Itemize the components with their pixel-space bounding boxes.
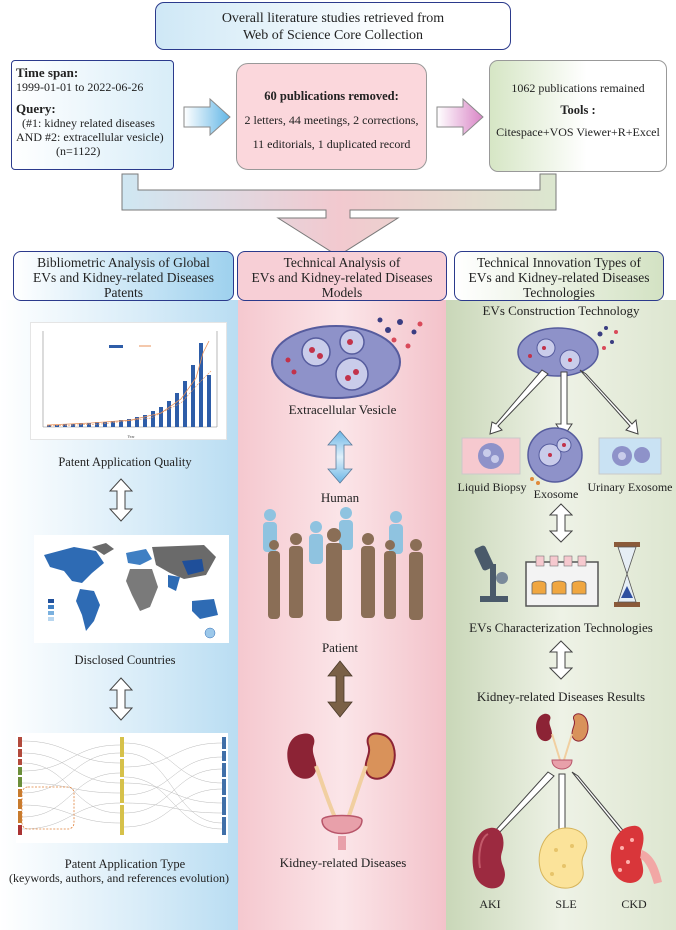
tools-value: Citespace+VOS Viewer+R+Excel	[496, 125, 660, 139]
left-title-3: Patents	[104, 285, 143, 300]
caption-liquid-biopsy: Liquid Biopsy	[457, 480, 527, 494]
caption-results: Kidney-related Diseases Results	[476, 689, 646, 704]
aki-kidney-icon	[472, 827, 505, 889]
query-box: Time span: 1999-01-01 to 2022-06-26 Quer…	[11, 60, 174, 170]
sankey-chart	[16, 733, 228, 843]
double-arrow-vertical-dark-icon	[327, 660, 353, 718]
arrow-right-blue-icon	[183, 97, 231, 137]
svg-text:Year: Year	[127, 434, 135, 439]
double-arrow-vertical-icon	[549, 503, 573, 543]
left-column-title: Bibliometric Analysis of Global EVs and …	[13, 251, 234, 301]
exosome-icon	[527, 427, 583, 485]
extracellular-vesicle-icon	[271, 317, 423, 399]
header-box: Overall literature studies retrieved fro…	[155, 2, 511, 50]
query-title: Query:	[16, 101, 56, 116]
merge-arrow-icon	[121, 173, 557, 257]
caption-characterization: EVs Characterization Technologies	[469, 620, 653, 635]
double-arrow-vertical-icon	[109, 478, 133, 522]
arrow-right-pink-icon	[436, 97, 484, 137]
caption-construction: EVs Construction Technology	[482, 303, 640, 318]
tools-title: Tools :	[560, 103, 596, 117]
left-title-2: EVs and Kidney-related Diseases	[32, 270, 215, 285]
right-title-1: Technical Innovation Types of	[477, 255, 641, 270]
caption-patient: Patient	[321, 640, 359, 655]
caption-extracellular-vesicle: Extracellular Vesicle	[288, 402, 397, 417]
caption-aki: AKI	[479, 897, 501, 911]
lab-equipment-icon	[474, 542, 640, 607]
caption-sle: SLE	[555, 897, 577, 911]
right-title-2: EVs and Kidney-related Diseases	[468, 270, 650, 285]
world-map	[34, 535, 229, 643]
removed-title: 60 publications removed:	[264, 89, 399, 103]
header-line-1: Overall literature studies retrieved fro…	[221, 11, 445, 26]
query-line-1: (#1: kidney related diseases	[22, 116, 155, 130]
middle-title-3: Models	[321, 285, 363, 300]
patent-quality-chart: Year	[30, 322, 227, 440]
urinary-exosome-icon	[598, 437, 662, 475]
kidney-urinary-system-icon	[287, 732, 396, 850]
middle-title-1: Technical Analysis of	[283, 255, 401, 270]
ckd-kidney-icon	[610, 825, 662, 884]
liquid-biopsy-icon	[461, 437, 521, 475]
caption-urinary-exosome: Urinary Exosome	[587, 480, 673, 494]
header-line-2: Web of Science Core Collection	[242, 28, 424, 43]
caption-disclosed-countries: Disclosed Countries	[74, 653, 176, 667]
removed-line-2: 11 editorials, 1 duplicated record	[252, 137, 411, 151]
time-span-value: 1999-01-01 to 2022-06-26	[16, 80, 144, 94]
double-arrow-vertical-icon	[549, 640, 573, 680]
left-title-1: Bibliometric Analysis of Global	[37, 255, 210, 270]
removed-box: 60 publications removed: 2 letters, 44 m…	[236, 63, 427, 170]
remained-line-1: 1062 publications remained	[511, 81, 645, 95]
query-line-3: (n=1122)	[56, 144, 101, 158]
caption-patent-type-1: Patent Application Type	[64, 857, 186, 871]
caption-ckd: CKD	[621, 897, 647, 911]
time-span-title: Time span:	[16, 65, 79, 80]
right-column-title: Technical Innovation Types of EVs and Ki…	[454, 251, 664, 301]
removed-line-1: 2 letters, 44 meetings, 2 corrections,	[244, 113, 419, 127]
middle-column-title: Technical Analysis of EVs and Kidney-rel…	[237, 251, 447, 301]
double-arrow-vertical-icon	[327, 430, 353, 484]
sle-kidney-icon	[538, 827, 588, 889]
small-kidney-system-icon	[536, 713, 589, 770]
middle-title-2: EVs and Kidney-related Diseases	[251, 270, 433, 285]
caption-human: Human	[320, 490, 360, 505]
ev-construction-icon	[517, 326, 618, 377]
query-line-2: AND #2: extracellular vesicle)	[16, 130, 164, 144]
caption-patent-type-2: (keywords, authors, and references evolu…	[9, 871, 229, 885]
sankey-flow-icon	[18, 737, 226, 835]
bar-line-chart-icon: Year	[42, 331, 218, 439]
human-figures-icon	[263, 507, 423, 621]
caption-patent-quality: Patent Application Quality	[58, 455, 192, 469]
remained-box: 1062 publications remained Tools : Cites…	[489, 60, 667, 172]
right-title-3: Technologies	[523, 285, 595, 300]
double-arrow-vertical-icon	[109, 677, 133, 721]
branch-arrows-icon	[489, 369, 639, 437]
caption-exosome: Exosome	[533, 487, 579, 501]
world-map-icon	[44, 543, 218, 639]
caption-kidney-diseases: Kidney-related Diseases	[279, 855, 407, 870]
